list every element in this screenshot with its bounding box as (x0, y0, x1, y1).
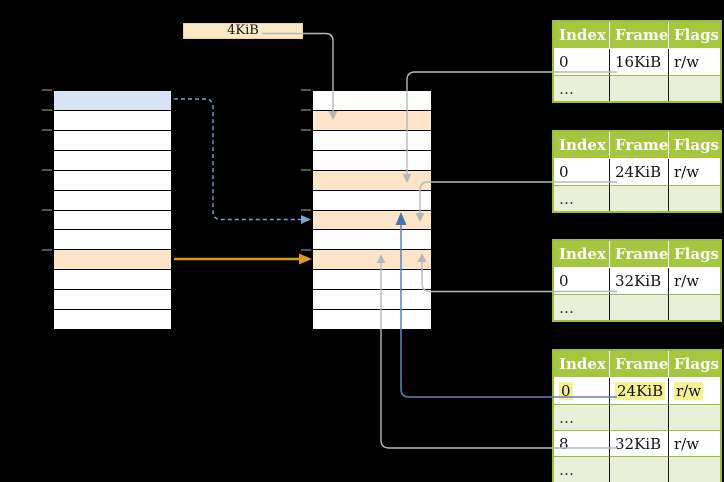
cell-frame: 16KiB (609, 49, 668, 75)
table-header-row: Index Frame Flags (554, 241, 720, 268)
cell-index: … (554, 456, 609, 482)
memory-row (313, 310, 431, 330)
cell-flags (668, 75, 720, 101)
cell-index: … (554, 75, 609, 101)
memory-row (313, 91, 431, 111)
physical-frame-32kib (313, 250, 431, 271)
cell-index: 8 (554, 430, 609, 456)
highlighted-value: 24KiB (615, 382, 666, 400)
cell-frame: 32KiB (609, 268, 668, 294)
memory-row (54, 110, 171, 131)
col-header-flags: Flags (668, 241, 720, 268)
cell-flags: r/w (668, 49, 720, 75)
cell-frame: 24KiB (609, 378, 668, 404)
physical-frame-16kib (313, 170, 431, 191)
col-header-frame: Frame (609, 351, 668, 378)
memory-row (313, 150, 431, 171)
col-header-flags: Flags (668, 351, 720, 378)
memory-row (54, 170, 171, 191)
cell-index: … (554, 294, 609, 320)
memory-row (54, 190, 171, 211)
cell-frame (609, 294, 668, 320)
table-row-ellipsis: … (554, 404, 720, 430)
cell-index: 0 (554, 268, 609, 294)
cell-frame (609, 185, 668, 211)
cell-frame (609, 75, 668, 101)
physical-memory-column (312, 90, 432, 330)
table-row: 0 16KiB r/w (554, 49, 720, 75)
table-header-row: Index Frame Flags (554, 351, 720, 378)
physical-address-ticks (301, 89, 311, 251)
cell-frame (609, 404, 668, 430)
arrowhead-right-icon (299, 253, 312, 265)
page-table-24kib: Index Frame Flags 0 24KiB r/w … (552, 130, 722, 213)
table-row: 0 24KiB r/w (554, 159, 720, 185)
page-table-32kib: Index Frame Flags 0 32KiB r/w … (552, 239, 722, 322)
col-header-frame: Frame (609, 132, 668, 159)
col-header-frame: Frame (609, 22, 668, 49)
page-size-label: 4KiB (183, 23, 303, 39)
table-row-ellipsis: … (554, 75, 720, 101)
memory-row (313, 190, 431, 211)
cell-flags: r/w (668, 430, 720, 456)
page-table-mixed: Index Frame Flags 0 24KiB r/w … 8 32KiB … (552, 349, 722, 482)
memory-row (54, 150, 171, 171)
memory-row (313, 270, 431, 291)
table-row-ellipsis: … (554, 294, 720, 320)
cell-flags: r/w (668, 378, 720, 404)
col-header-index: Index (554, 241, 609, 268)
table-row-ellipsis: … (554, 185, 720, 211)
cell-index: 0 (554, 49, 609, 75)
virtual-memory-row-mapped-orange (54, 250, 171, 271)
arrowhead-right-icon (301, 215, 311, 224)
memory-row (54, 230, 171, 251)
col-header-flags: Flags (668, 132, 720, 159)
cell-flags (668, 294, 720, 320)
memory-row (54, 270, 171, 291)
memory-row (54, 310, 171, 330)
cell-frame (609, 456, 668, 482)
table-header-row: Index Frame Flags (554, 132, 720, 159)
table-row: 0 32KiB r/w (554, 268, 720, 294)
cell-frame: 24KiB (609, 159, 668, 185)
page-table-16kib: Index Frame Flags 0 16KiB r/w … (552, 20, 722, 103)
cell-flags: r/w (668, 159, 720, 185)
table-row-highlighted: 0 24KiB r/w (554, 378, 720, 404)
cell-flags (668, 404, 720, 430)
table-row: 8 32KiB r/w (554, 430, 720, 456)
col-header-index: Index (554, 132, 609, 159)
cell-index: … (554, 404, 609, 430)
physical-frame-4kib (313, 110, 431, 131)
memory-row (54, 290, 171, 311)
highlighted-value: r/w (674, 382, 704, 400)
table-header-row: Index Frame Flags (554, 22, 720, 49)
arrow-virtual0-to-frame6 (174, 98, 301, 221)
cell-index: … (554, 185, 609, 211)
table-row-ellipsis: … (554, 456, 720, 482)
cell-flags (668, 185, 720, 211)
highlighted-value: 0 (559, 382, 573, 400)
col-header-index: Index (554, 22, 609, 49)
cell-index: 0 (554, 378, 609, 404)
cell-flags (668, 456, 720, 482)
memory-row (313, 230, 431, 251)
cell-flags: r/w (668, 268, 720, 294)
memory-row (313, 290, 431, 311)
memory-row (313, 130, 431, 151)
memory-row (54, 210, 171, 231)
virtual-memory-column (53, 90, 172, 330)
virtual-memory-row-mapped-blue (54, 91, 171, 111)
col-header-flags: Flags (668, 22, 720, 49)
memory-row (54, 130, 171, 151)
col-header-index: Index (554, 351, 609, 378)
cell-index: 0 (554, 159, 609, 185)
virtual-address-ticks (42, 89, 52, 251)
cell-frame: 32KiB (609, 430, 668, 456)
physical-frame-24kib (313, 210, 431, 231)
col-header-frame: Frame (609, 241, 668, 268)
